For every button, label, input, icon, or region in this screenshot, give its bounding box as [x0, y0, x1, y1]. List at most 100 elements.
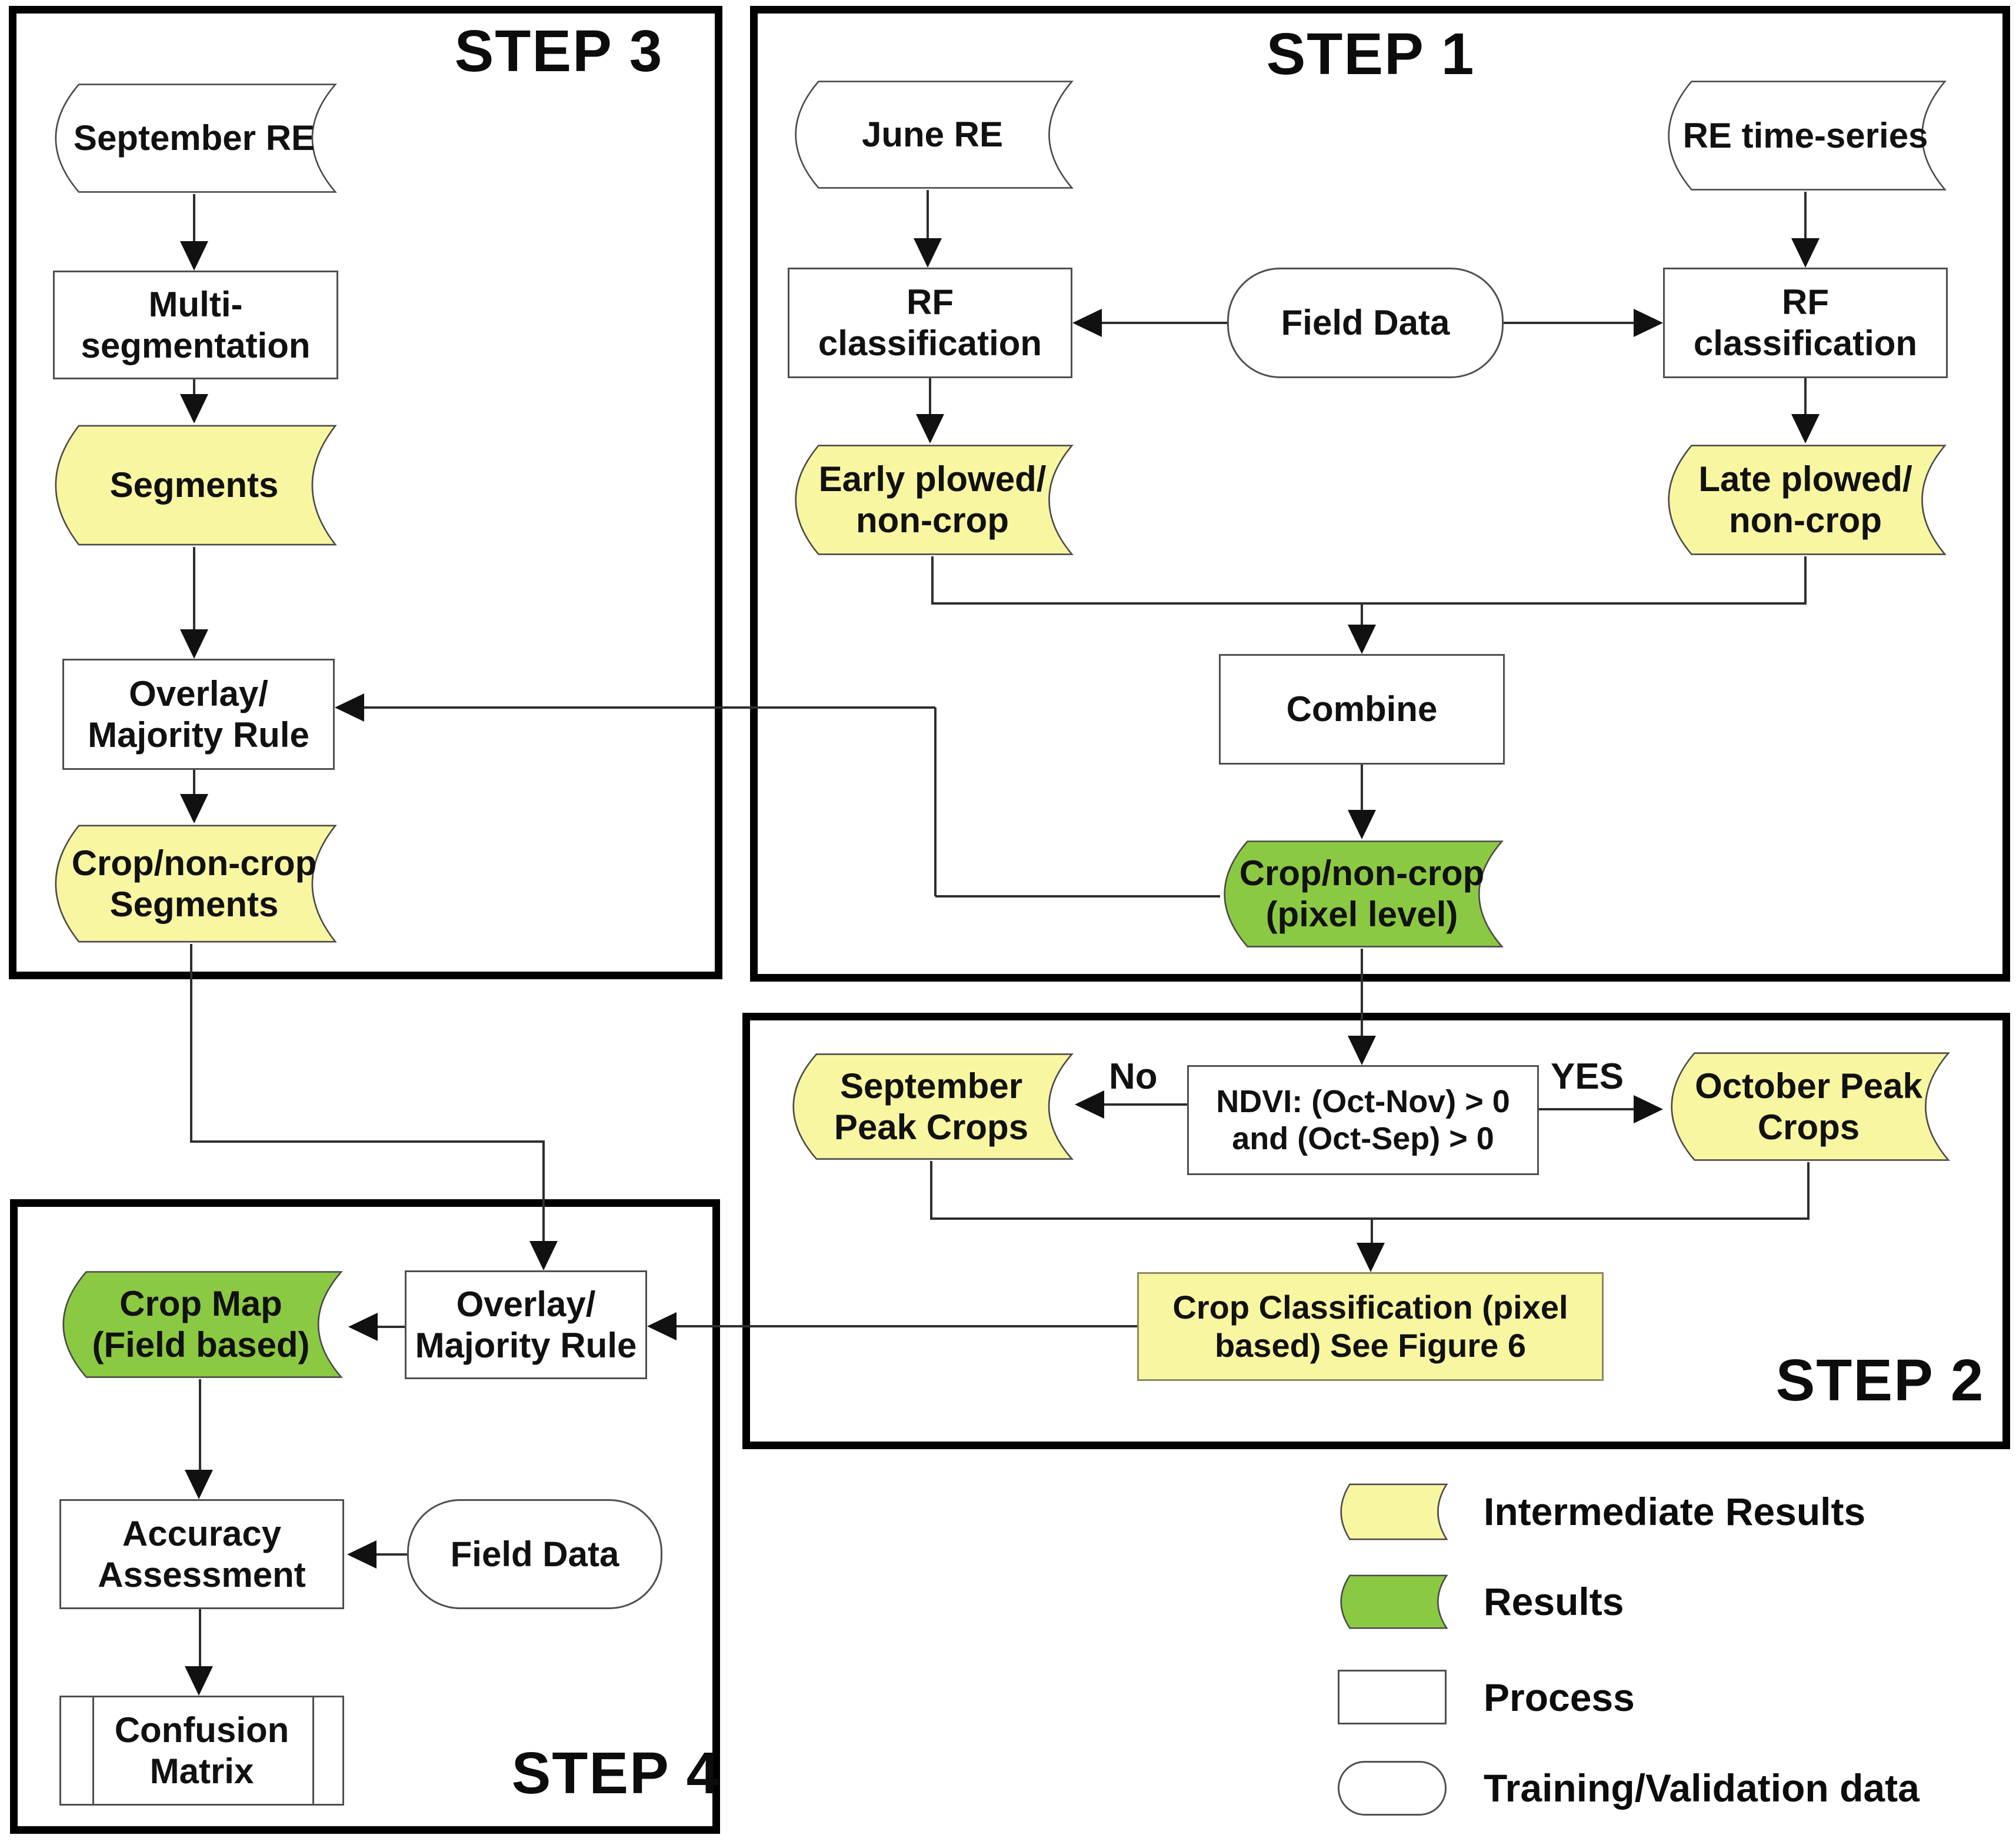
connector-line: [378, 1326, 405, 1328]
node-combine: Combine: [1219, 654, 1505, 765]
arrowhead-icon: [1348, 1036, 1376, 1065]
arrowhead-icon: [529, 1241, 558, 1270]
step2-label: STEP 2: [1775, 1347, 1985, 1413]
node-early-plowed: Early plowed/ non-crop: [790, 443, 1075, 556]
node-rf-classification-left: RF classification: [788, 268, 1072, 378]
data-shape: [1666, 1051, 1951, 1162]
data-shape: [1219, 839, 1505, 949]
connector-line: [1804, 192, 1807, 238]
connector-line: [1361, 765, 1363, 810]
data-shape: [58, 1270, 344, 1379]
connector-line: [677, 1325, 1137, 1327]
node-june-re: June RE: [790, 79, 1075, 190]
node-field-data-step4: Field Data: [407, 1499, 662, 1609]
connector-line: [930, 1161, 932, 1219]
connector-line: [1371, 1217, 1373, 1243]
step4-label: STEP 4: [511, 1740, 721, 1806]
node-september-peak-crops: September Peak Crops: [788, 1052, 1075, 1161]
arrowhead-icon: [1072, 309, 1102, 337]
legend-label-training: Training/Validation data: [1484, 1766, 1920, 1810]
node-crop-map: Crop Map (Field based): [58, 1270, 344, 1379]
node-field-data-step1: Field Data: [1227, 268, 1504, 378]
data-shape: [1663, 79, 1948, 192]
connector-line: [1361, 602, 1363, 625]
legend-label-intermediate: Intermediate Results: [1484, 1490, 1866, 1533]
arrowhead-icon: [916, 414, 944, 443]
arrowhead-icon: [1634, 1095, 1663, 1123]
legend-label-results: Results: [1484, 1580, 1624, 1623]
arrowhead-icon: [180, 394, 208, 423]
arrowhead-icon: [1348, 625, 1376, 654]
arrowhead-icon: [180, 241, 208, 271]
legend-swatch-intermediate: [1339, 1483, 1448, 1540]
connector-line: [1361, 949, 1363, 1036]
node-late-plowed: Late plowed/ non-crop: [1663, 443, 1948, 556]
node-multi-segmentation: Multi- segmentation: [53, 271, 338, 379]
arrowhead-icon: [1357, 1243, 1385, 1272]
connector-line: [1372, 1217, 1810, 1220]
step1-label: STEP 1: [1266, 21, 1475, 87]
data-shape: [788, 1052, 1075, 1161]
node-accuracy-assessment: Accuracy Assessment: [59, 1499, 344, 1609]
step2-box: [742, 1013, 2010, 1449]
connector-line: [1807, 1162, 1810, 1219]
arrowhead-icon: [335, 693, 364, 722]
connector-line: [542, 1142, 545, 1241]
connector-line: [1364, 602, 1807, 605]
connector-line: [931, 556, 934, 603]
connector-line: [929, 378, 931, 414]
connector-line: [1539, 1108, 1634, 1110]
connector-line: [199, 1379, 201, 1470]
connector-line: [931, 602, 1364, 605]
node-rf-classification-right: RF classification: [1663, 268, 1948, 378]
connector-line: [193, 547, 195, 629]
connector-line: [1804, 556, 1807, 603]
connector-line: [927, 190, 929, 238]
arrowhead-icon: [185, 1470, 213, 1499]
arrowhead-icon: [348, 1313, 378, 1341]
connector-line: [935, 895, 1220, 898]
connector-line: [1102, 322, 1227, 324]
edge-label-yes: YES: [1551, 1056, 1624, 1097]
node-segments: Segments: [50, 423, 338, 547]
connector-line: [364, 706, 935, 709]
node-overlay-majority-rule-step4: Overlay/ Majority Rule: [405, 1270, 647, 1379]
arrowhead-icon: [347, 1540, 376, 1569]
predefined-bar: [92, 1697, 94, 1804]
data-shape: [50, 423, 338, 547]
predefined-bar: [312, 1697, 314, 1804]
arrowhead-icon: [180, 794, 208, 823]
connector-line: [1504, 322, 1634, 324]
connector-line: [934, 708, 937, 896]
data-shape: [1339, 1483, 1448, 1540]
connector-line: [190, 1140, 545, 1143]
arrowhead-icon: [914, 238, 942, 268]
connector-line: [376, 1553, 407, 1556]
data-shape: [790, 443, 1075, 556]
arrowhead-icon: [180, 629, 208, 659]
arrowhead-icon: [1791, 414, 1820, 443]
connector-line: [193, 379, 195, 394]
step3-label: STEP 3: [454, 18, 664, 84]
data-shape: [50, 82, 338, 194]
data-shape: [1663, 443, 1948, 556]
arrowhead-icon: [1348, 810, 1376, 839]
step1-box: [750, 6, 2010, 982]
arrowhead-icon: [185, 1666, 213, 1696]
arrowhead-icon: [1791, 238, 1820, 268]
legend-swatch-process: [1338, 1670, 1447, 1724]
legend-swatch-training: [1338, 1761, 1447, 1816]
arrowhead-icon: [1634, 309, 1663, 337]
connector-line: [199, 1609, 201, 1666]
arrowhead-icon: [647, 1312, 677, 1340]
edge-label-no: No: [1109, 1056, 1158, 1097]
data-shape: [790, 79, 1075, 190]
connector-line: [193, 770, 195, 794]
step3-box: [9, 6, 722, 979]
node-confusion-matrix: Confusion Matrix: [59, 1696, 344, 1806]
legend-label-process: Process: [1484, 1676, 1635, 1719]
node-crop-non-crop-pixel: Crop/non-crop (pixel level): [1219, 839, 1505, 949]
node-crop-classification: Crop Classification (pixel based) See Fi…: [1137, 1272, 1604, 1381]
connector-line: [1104, 1103, 1187, 1106]
